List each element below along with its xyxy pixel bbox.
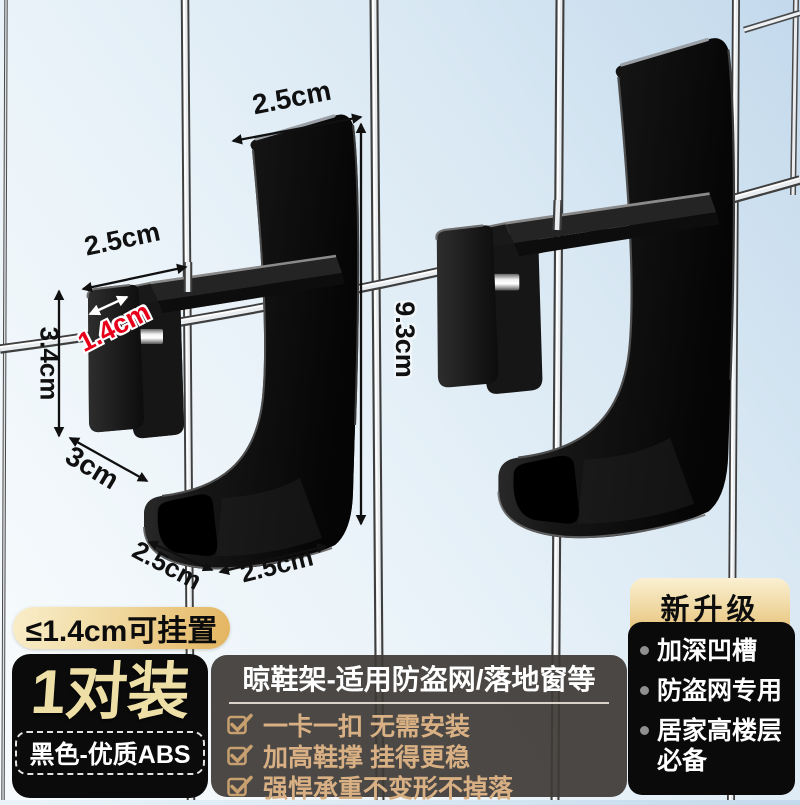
feature-item: 居家高楼层必备 [640,716,785,776]
upgrade-panel: 加深凹槽 防盗网专用 居家高楼层必备 [628,622,795,795]
double-arrow-icon [147,540,214,572]
title-divider [229,701,609,704]
material-badge: 黑色-优质ABS [15,731,205,776]
feature-label: 加深凹槽 [657,637,758,665]
dimension-arrows [53,113,367,575]
title-panel: 晾鞋架-适用防盗网/落地窗等 一卡一扣 无需安装 加高鞋撑 挂得更稳 强悍承重不… [211,655,627,803]
hook-left [86,113,360,571]
hook-right [434,36,736,540]
notch-wire-stub [183,199,563,292]
selling-point-label: 一卡一扣 无需安装 [263,713,470,742]
grille-wire-vertical [790,0,799,196]
selling-point-item: 一卡一扣 无需安装 [227,710,611,741]
double-arrow-icon [88,295,129,316]
double-arrow-icon [81,263,188,293]
product-title: 晾鞋架-适用防盗网/落地窗等 [242,664,596,695]
double-arrow-icon [231,113,363,145]
selling-point-label: 加高鞋撑 挂得更稳 [263,744,470,773]
checkbox-check-icon [227,743,253,767]
feature-label: 居家高楼层必备 [657,717,783,775]
grille-wire-vertical [1,0,8,800]
double-arrow-icon [218,543,328,575]
hang-limit-badge: ≤1.4cm可挂置 [13,607,230,649]
dimension-label-hook-height: 9.3cm [389,301,420,378]
pack-count-badge: 1对装 [28,658,192,727]
feature-label: 防盗网专用 [657,677,783,705]
dimension-label-clamp-height: 3.4cm [34,326,65,401]
checkbox-check-icon [227,712,253,736]
dot-bullet-icon [640,646,649,655]
pack-panel: 1对装 黑色-优质ABS [12,654,208,798]
feature-item: 加深凹槽 [640,636,785,666]
feature-item: 防盗网专用 [640,676,785,706]
selling-point-item: 强悍承重不变形不掉落 [227,772,611,803]
double-arrow-icon [68,436,149,483]
dot-bullet-icon [640,726,649,735]
selling-point-label: 强悍承重不变形不掉落 [263,775,514,804]
dot-bullet-icon [640,686,649,695]
selling-point-item: 加高鞋撑 挂得更稳 [227,741,611,772]
checkbox-check-icon [227,774,253,798]
grille-wire-horizontal [743,9,800,34]
